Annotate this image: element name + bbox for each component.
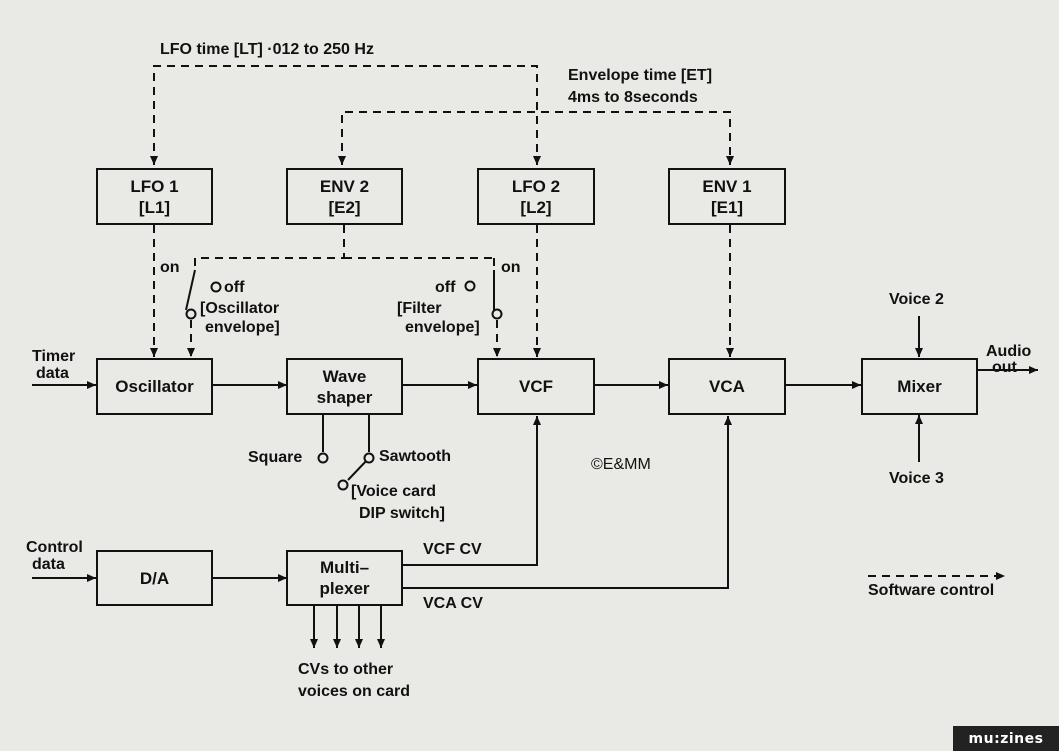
mixer-block: Mixer [861,358,978,415]
dip-switch-label-1: [Voice card [351,483,437,500]
env1-block: ENV 1[E1] [668,168,786,225]
env-time-bus [341,111,731,165]
square-label: Square [248,449,303,466]
osc-envelope-label-2: envelope] [205,319,280,336]
voice2-label: Voice 2 [889,291,944,308]
lfo2-block: LFO 2[L2] [477,168,595,225]
cvs-label-2: voices on card [298,683,411,700]
audio-out-label-2: out [992,359,1017,376]
control-data-label-2: data [32,556,65,573]
site-logo[interactable]: mu:zines [953,726,1059,751]
software-control-lines [150,65,1005,580]
control-data-label-1: Control [26,539,83,556]
sawtooth-label: Sawtooth [379,448,451,465]
cvs-label-1: CVs to other [298,661,394,678]
timer-data-label-1: Timer [32,348,76,365]
filter-envelope-label-2: envelope] [405,319,480,336]
audio-out-label-1: Audio [986,343,1032,360]
osc-switch-off-label: off [224,279,245,296]
lfo-time-bus [153,65,538,165]
signal-lines [32,316,1038,648]
vcf-cv-label: VCF CV [423,541,482,558]
osc-env-switch-arm [185,269,196,311]
oscillator-block: Oscillator [96,358,213,415]
vcf-block: VCF [477,358,595,415]
da-converter-block: D/A [96,550,213,606]
switch-contacts [185,280,503,491]
timer-data-label-2: data [36,365,69,382]
osc-envelope-label-1: [Oscillator [200,300,280,317]
vca-block: VCA [668,358,786,415]
env2-bus [195,225,345,259]
osc-switch-on-label: on [160,259,180,276]
vca-cv-label: VCA CV [423,595,483,612]
filter-switch-on-label: on [501,259,521,276]
legend-label: Software control [868,582,995,599]
voice3-label: Voice 3 [889,470,944,487]
env2-block: ENV 2[E2] [286,168,403,225]
lfo-time-label: LFO time [LT] ·012 to 250 Hz [160,41,374,58]
envelope-time-range: 4ms to 8seconds [568,89,698,106]
filter-switch-off-label: off [435,279,456,296]
lfo1-block: LFO 1[L1] [96,168,213,225]
dip-switch-label-2: DIP switch] [359,505,445,522]
multiplexer-block: Multi–plexer [286,550,403,606]
filter-envelope-label-1: [Filter [397,300,442,317]
envelope-time-label: Envelope time [ET] [568,67,713,84]
copyright-mark: ©E&MM [591,456,651,473]
